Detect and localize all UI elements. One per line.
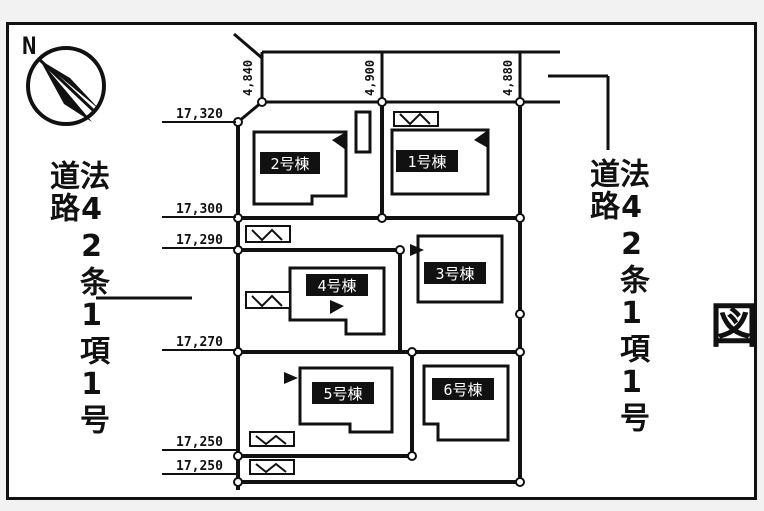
level-label: 17,300 (176, 202, 223, 217)
level-label: 17,290 (176, 233, 223, 248)
lot-label: 4号棟 (317, 277, 356, 295)
lot-labels: 2号棟 1号棟 4号棟 3号棟 5号棟 6号棟 (260, 150, 494, 404)
width-labels: 4,840 4,900 4,880 (241, 60, 515, 96)
entry-arrows (284, 130, 488, 384)
width-label: 4,900 (363, 60, 377, 96)
building-2-annex (354, 110, 372, 154)
lot-label: 5号棟 (323, 385, 362, 403)
lot-label: 2号棟 (270, 155, 309, 173)
corner-markers (233, 97, 525, 487)
level-label: 17,250 (176, 435, 223, 450)
road-right-label: 法42条1項1号道路 (584, 158, 649, 434)
level-label: 17,320 (176, 107, 223, 122)
lot-label: 1号棟 (407, 153, 446, 171)
level-labels: 17,320 17,300 17,290 17,270 17,250 17,25… (162, 107, 236, 475)
level-label: 17,270 (176, 335, 223, 350)
parking-stalls (245, 111, 439, 475)
top-road (233, 32, 560, 124)
compass-icon: N (22, 32, 106, 126)
width-label: 4,880 (501, 60, 515, 96)
level-label: 17,250 (176, 459, 223, 474)
north-label: N (22, 32, 36, 60)
lot-boundaries (236, 102, 522, 490)
lot-label: 3号棟 (435, 265, 474, 283)
drawing-title: ■区画図 (701, 300, 757, 354)
road-left-label: 法42条1項1号道路 (44, 160, 109, 436)
building-6 (422, 364, 510, 442)
width-label: 4,840 (241, 60, 255, 96)
lot-label: 6号棟 (443, 381, 482, 399)
